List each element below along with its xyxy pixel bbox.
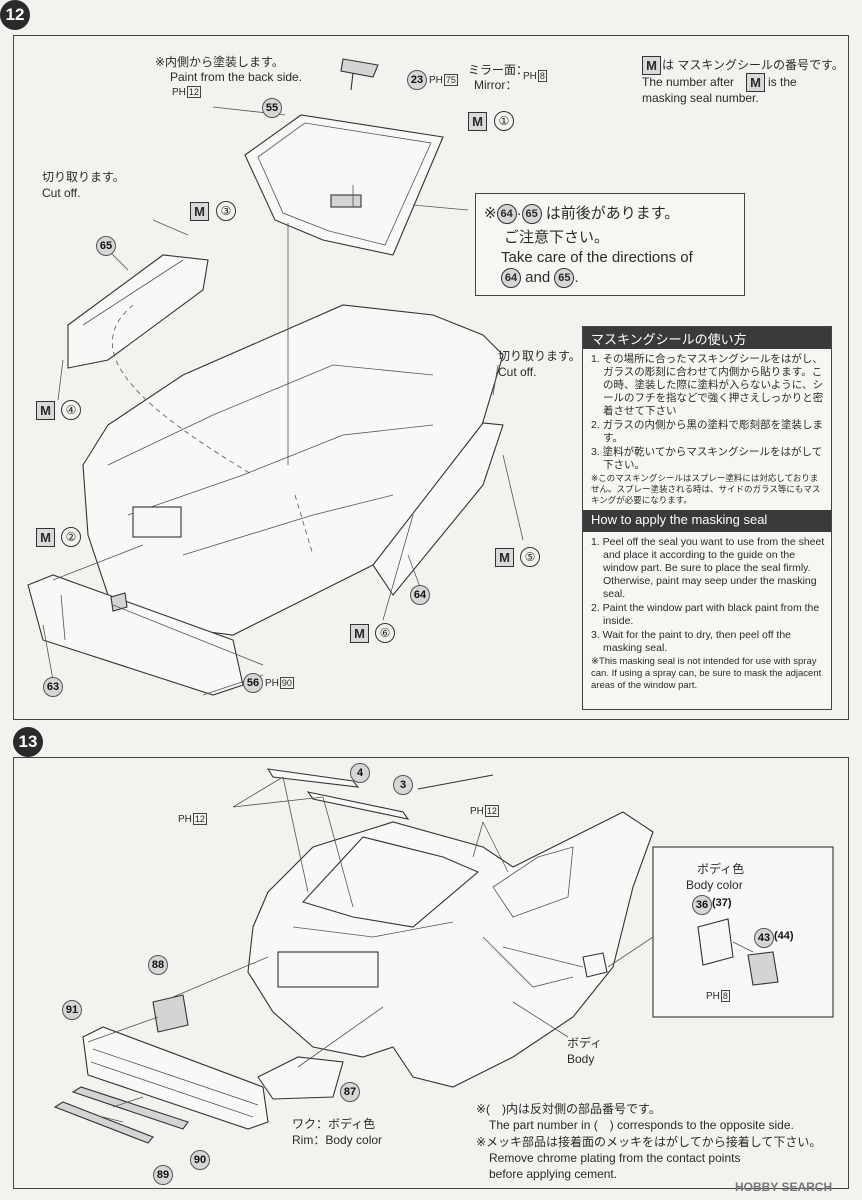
part-64: 64 [410, 585, 430, 605]
mask-2-number: ② [61, 527, 81, 547]
paint-back-en: Paint from the back side. [170, 70, 303, 84]
howto-box: マスキングシールの使い方 1. その場所に合ったマスキングシールをはがし、ガラス… [582, 326, 832, 710]
direction-jp1: は前後があります。 [545, 205, 680, 222]
masking-note-en1b: is the [768, 75, 797, 89]
howto-en-item-2: 2. Paint the window part with black pain… [591, 602, 820, 627]
mirror-jp: ミラー面： [468, 63, 529, 77]
part-4: 4 [350, 763, 370, 783]
part-65: 65 [96, 236, 116, 256]
part-44: (44) [774, 930, 794, 942]
step-12-number: 12 [0, 0, 30, 30]
masking-note-jp: は マスキングシールの番号です。 [662, 58, 844, 72]
masking-note-mark: M [642, 56, 661, 75]
part-3: 3 [393, 775, 413, 795]
part-91: 91 [62, 1000, 82, 1020]
part-88: 88 [148, 955, 168, 975]
mask-6-number: ⑥ [375, 623, 395, 643]
mask-5-label: M [495, 548, 514, 567]
part-36: 36 [692, 895, 712, 915]
dir-part-64: 64 [496, 204, 517, 225]
body-en: Body [567, 1052, 595, 1066]
note2-jp: ※メッキ部品は接着面のメッキをはがしてから接着して下さい。 [476, 1135, 822, 1149]
howto-en-item-3: 3. Wait for the paint to dry, then peel … [591, 629, 792, 654]
step-12-illustration [27, 58, 524, 696]
howto-jp-item-2: 2. ガラスの内側から黒の塗料で彫刻部を塗装します。 [591, 419, 823, 444]
direction-note: ※64·65 は前後があります。 ご注意下さい。 Take care of th… [475, 193, 745, 296]
masking-note-mark-2: M [746, 73, 765, 92]
rim-jp: ワク：ボディ色 [292, 1117, 376, 1131]
rim-en: Rim：Body color [292, 1133, 383, 1147]
howto-jp-title: マスキングシールの使い方 [583, 327, 831, 349]
part-55: 55 [262, 98, 282, 118]
paint-back-jp: ※内側から塗装します。 [155, 55, 284, 69]
part-43: 43 [754, 928, 774, 948]
part-63: 63 [43, 677, 63, 697]
mask-4-label: M [36, 401, 55, 420]
howto-en-title: How to apply the masking seal [583, 510, 831, 532]
part-90: 90 [190, 1150, 210, 1170]
howto-jp-note: ※このマスキングシールはスプレー塗料には対応しておりません。スプレー塗装される時… [591, 473, 821, 505]
part-23: 23 [407, 70, 427, 90]
mask-4-number: ④ [61, 400, 81, 420]
direction-jp2: ご注意下さい。 [504, 229, 610, 246]
howto-jp-item-3: 3. 塗料が乾いてからマスキングシールをはがして下さい。 [591, 446, 823, 471]
mask-1-label: M [468, 112, 487, 131]
part-56: 56 [243, 673, 263, 693]
masking-note-en1: The number after [642, 75, 735, 89]
direction-en1: Take care of the directions of [501, 249, 693, 266]
part-89: 89 [153, 1165, 173, 1185]
step-12-frame [13, 35, 849, 720]
note1-en: The part number in ( ) corresponds to th… [489, 1118, 794, 1132]
mirror-en: Mirror： [474, 78, 518, 92]
mask-3-number: ③ [216, 201, 236, 221]
howto-en-item-1: 1. Peel off the seal you want to use fro… [591, 536, 825, 600]
cut-off-left-en: Cut off. [42, 186, 81, 200]
mask-6-label: M [350, 624, 369, 643]
step-13-illustration [53, 768, 834, 1144]
dir-en-part-65: 65 [554, 268, 575, 289]
step-13-number: 13 [13, 727, 43, 757]
note2-en1: Remove chrome plating from the contact p… [489, 1151, 741, 1165]
dir-part-65: 65 [521, 204, 542, 225]
cut-off-right-jp: 切り取ります。 [498, 349, 581, 363]
part-37: (37) [712, 897, 732, 909]
watermark: HOBBY SEARCH [735, 1180, 833, 1194]
howto-en-note: ※This masking seal is not intended for u… [591, 656, 822, 691]
body-color-jp: ボディ色 [697, 862, 745, 876]
mask-1-number: ① [494, 111, 514, 131]
dir-en-part-64: 64 [501, 268, 521, 289]
cut-off-right-en: Cut off. [498, 365, 537, 379]
part-87: 87 [340, 1082, 360, 1102]
mask-2-label: M [36, 528, 55, 547]
howto-jp-item-1: 1. その場所に合ったマスキングシールをはがし、ガラスの彫刻に合わせて内側から貼… [591, 353, 824, 417]
note2-en2: before applying cement. [489, 1167, 618, 1181]
body-jp: ボディ [567, 1036, 603, 1050]
masking-note-en2: masking seal number. [642, 91, 759, 105]
body-color-en: Body color [686, 878, 743, 892]
step-13-frame [13, 757, 849, 1189]
cut-off-left-jp: 切り取ります。 [42, 170, 125, 184]
mask-3-label: M [190, 202, 209, 221]
note1-jp: ※( )内は反対側の部品番号です。 [476, 1102, 661, 1116]
mask-5-number: ⑤ [520, 547, 540, 567]
